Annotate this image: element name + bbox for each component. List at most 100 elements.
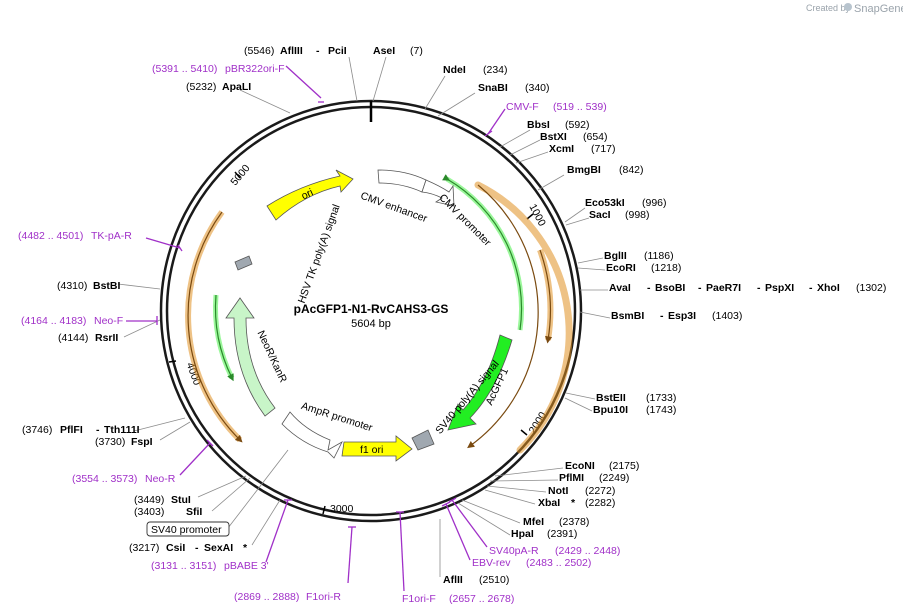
site-stui[interactable]: (3449) StuI [134, 494, 191, 506]
svg-text:SexAI: SexAI [204, 542, 233, 554]
site-pflfi-group[interactable]: (3746) PflFI - Tth111I [22, 424, 140, 436]
primer-neo-f[interactable]: (4164 .. 4183) Neo-F [21, 315, 123, 327]
site-bsmbi-group[interactable]: BsmBI - Esp3I (1403) [611, 310, 742, 322]
feature-ori[interactable]: ori [266, 169, 354, 221]
site-saci[interactable]: SacI (998) [589, 209, 650, 221]
ruler-5000: 5000 [228, 162, 252, 188]
svg-text:AvaI: AvaI [609, 282, 631, 294]
primer-cmv-f[interactable]: CMV-F (519 .. 539) [506, 101, 607, 113]
primer-neo-r[interactable]: (3554 .. 3573) Neo-R [72, 473, 176, 485]
svg-text:PspXI: PspXI [765, 282, 794, 294]
svg-text:(5391 .. 5410): (5391 .. 5410) [152, 63, 217, 75]
svg-text:-: - [316, 45, 320, 57]
svg-text:SV40 promoter: SV40 promoter [151, 524, 222, 536]
primer-pbr322ori-f[interactable]: (5391 .. 5410) pBR322ori-F [152, 63, 285, 75]
primer-f1ori-f[interactable]: F1ori-F (2657 .. 2678) [402, 593, 514, 605]
svg-text:-: - [660, 310, 664, 322]
site-bbsi[interactable]: BbsI (592) [527, 119, 590, 131]
svg-text:Bpu10I: Bpu10I [593, 404, 628, 416]
site-sfii[interactable]: (3403) SfiI [134, 506, 202, 518]
site-hpai[interactable]: HpaI (2391) [511, 528, 577, 540]
svg-text:(996): (996) [642, 197, 667, 209]
site-asei[interactable]: AseI (7) [373, 45, 423, 57]
site-bglii[interactable]: BglII (1186) [604, 250, 674, 262]
primer-tk-pa-r[interactable]: (4482 .. 4501) TK-pA-R [18, 230, 132, 242]
feature-f1-ori[interactable]: f1 ori [341, 435, 413, 462]
site-bpu10i[interactable]: Bpu10I (1743) [593, 404, 676, 416]
plasmid-backbone [159, 99, 583, 523]
feature-sv40-promoter-box[interactable]: SV40 promoter [146, 521, 230, 537]
site-bmgbi[interactable]: BmgBI (842) [567, 164, 644, 176]
svg-text:(2391): (2391) [547, 528, 577, 540]
svg-text:BmgBI: BmgBI [567, 164, 601, 176]
svg-text:XbaI: XbaI [538, 497, 560, 509]
svg-text:NdeI: NdeI [443, 64, 466, 76]
svg-text:PaeR7I: PaeR7I [706, 282, 741, 294]
svg-text:AseI: AseI [373, 45, 395, 57]
site-aflii[interactable]: AflII (2510) [443, 574, 509, 586]
svg-text:(2483 .. 2502): (2483 .. 2502) [526, 557, 591, 569]
svg-text:CMV enhancer: CMV enhancer [359, 190, 429, 225]
svg-text:-: - [96, 424, 100, 436]
site-bstbi[interactable]: (4310) BstBI [57, 280, 121, 292]
site-avai-group[interactable]: AvaI - BsoBI - PaeR7I - PspXI - XhoI (13… [609, 282, 886, 294]
svg-text:(654): (654) [583, 131, 608, 143]
primer-ebv-rev[interactable]: EBV-rev (2483 .. 2502) [472, 557, 591, 569]
svg-text:(998): (998) [625, 209, 650, 221]
feature-neor-kanr[interactable]: NeoR/KanR [225, 297, 289, 417]
svg-text:(2272): (2272) [585, 485, 615, 497]
svg-text:PflFI: PflFI [60, 424, 83, 436]
site-ecori[interactable]: EcoRI (1218) [606, 262, 681, 274]
site-bsteii[interactable]: BstEII (1733) [596, 392, 676, 404]
site-noti[interactable]: NotI (2272) [548, 485, 615, 497]
svg-text:(234): (234) [483, 64, 508, 76]
site-ndei[interactable]: NdeI (234) [443, 64, 508, 76]
ruler-3000: 3000 [330, 503, 354, 515]
svg-text:BstXI: BstXI [540, 131, 567, 143]
svg-text:(3730): (3730) [95, 436, 125, 448]
primer-sv40pa-r[interactable]: SV40pA-R (2429 .. 2448) [489, 545, 620, 557]
site-afliii-pcii[interactable]: (5546) AflIII - PciI [244, 45, 347, 57]
site-snabi[interactable]: SnaBI (340) [478, 82, 550, 94]
svg-text:PciI: PciI [328, 45, 347, 57]
svg-text:ApaLI: ApaLI [222, 81, 251, 93]
svg-text:Tth111I: Tth111I [104, 424, 140, 436]
plasmid-title: pAcGFP1-N1-RvCAHS3-GS 5604 bp [294, 302, 449, 330]
site-eco53ki[interactable]: Eco53kI (996) [585, 197, 667, 209]
svg-text:-: - [647, 282, 651, 294]
svg-text:TK-pA-R: TK-pA-R [91, 230, 132, 242]
feature-hsv-tk-polya[interactable]: HSV TK poly(A) signal [234, 203, 343, 305]
svg-text:F1ori-F: F1ori-F [402, 593, 436, 605]
site-bstxi[interactable]: BstXI (654) [540, 131, 608, 143]
svg-text:(1186): (1186) [644, 250, 674, 262]
primer-markers [126, 65, 506, 592]
svg-text:Neo-F: Neo-F [94, 315, 123, 327]
svg-text:BglII: BglII [604, 250, 627, 262]
site-xbai[interactable]: XbaI * (2282) [538, 497, 615, 509]
primer-f1ori-r[interactable]: (2869 .. 2888) F1ori-R [234, 591, 341, 603]
site-fspi[interactable]: (3730) FspI [95, 436, 153, 448]
site-csii-group[interactable]: (3217) CsiI - SexAI * [129, 542, 248, 554]
primer-pbabe3[interactable]: (3131 .. 3151) pBABE 3' [151, 560, 269, 572]
svg-text:(5232): (5232) [186, 81, 216, 93]
svg-text:StuI: StuI [171, 494, 191, 506]
svg-text:BsoBI: BsoBI [655, 282, 685, 294]
site-econi[interactable]: EcoNI (2175) [565, 460, 639, 472]
svg-text:EBV-rev: EBV-rev [472, 557, 511, 569]
site-rsrii[interactable]: (4144) RsrII [58, 332, 118, 344]
svg-text:(340): (340) [525, 82, 550, 94]
svg-text:CMV promoter: CMV promoter [437, 192, 494, 249]
leader-lines [117, 56, 611, 577]
svg-text:(1403): (1403) [712, 310, 742, 322]
svg-text:Created by: Created by [806, 3, 851, 13]
site-mfei[interactable]: MfeI (2378) [523, 516, 589, 528]
feature-cmv-enhancer[interactable]: CMV enhancer [359, 169, 429, 225]
svg-text:BsmBI: BsmBI [611, 310, 644, 322]
site-pflmi[interactable]: PflMI (2249) [559, 472, 629, 484]
svg-text:-: - [809, 282, 813, 294]
svg-text:AmpR promoter: AmpR promoter [300, 400, 375, 434]
svg-text:*: * [243, 542, 248, 554]
svg-text:SfiI: SfiI [186, 506, 202, 518]
site-apali[interactable]: (5232) ApaLI [186, 81, 251, 93]
site-xcmi[interactable]: XcmI (717) [549, 143, 616, 155]
